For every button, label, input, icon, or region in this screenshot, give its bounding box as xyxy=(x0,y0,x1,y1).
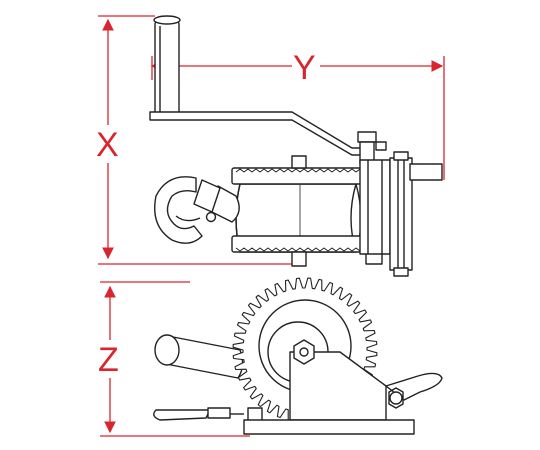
ratchet-lever xyxy=(385,372,443,409)
z-dimension-label: Z xyxy=(98,341,119,379)
top-nut xyxy=(357,131,387,165)
winch-side-view xyxy=(153,277,443,435)
side-hex-nut xyxy=(293,339,315,365)
y-dimension-label: Y xyxy=(293,49,316,87)
winch-top-view xyxy=(149,15,443,277)
x-dimension-label: X xyxy=(96,126,119,164)
side-housing xyxy=(243,351,415,435)
crank-handle xyxy=(149,15,369,156)
hook xyxy=(154,176,240,244)
side-handle-grip xyxy=(154,334,244,379)
frame-plates xyxy=(359,151,443,277)
strap-clip xyxy=(153,407,244,421)
dimension-lines xyxy=(98,15,445,437)
gear-strip-top xyxy=(231,155,379,185)
dimension-label-backgrounds xyxy=(96,50,320,378)
